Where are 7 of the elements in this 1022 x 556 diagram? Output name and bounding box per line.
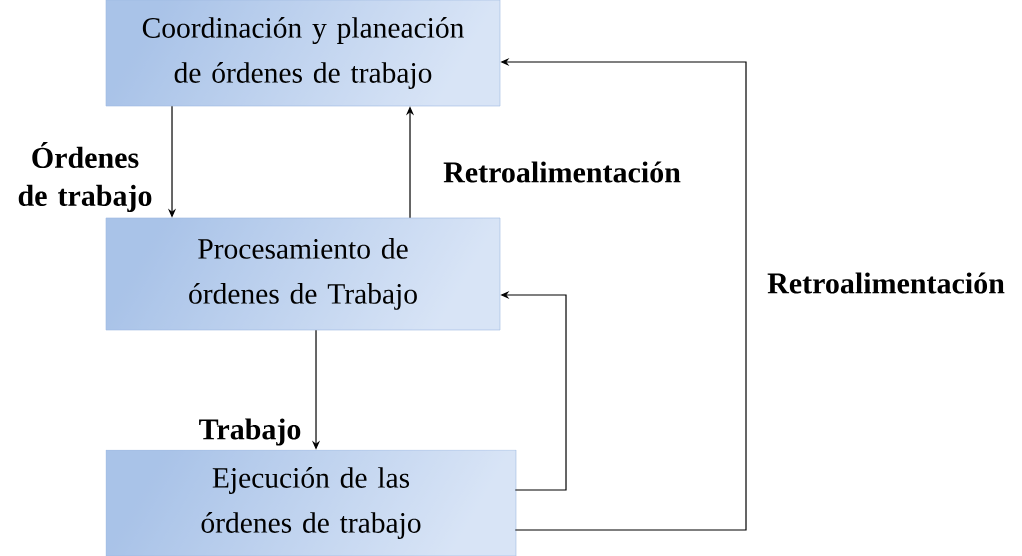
edge-label: Retroalimentación: [443, 161, 681, 183]
process-box: Ejecución de las órdenes de trabajo: [105, 449, 517, 556]
process-box: Procesamiento de órdenes de Trabajo: [105, 217, 501, 331]
edge-label: Órdenes de trabajo: [18, 141, 152, 213]
edge-label: Trabajo: [199, 418, 301, 446]
process-box: Coordinación y planeación de órdenes de trabajo: [105, 0, 501, 107]
edge-label: Retroalimentación: [767, 272, 1005, 294]
